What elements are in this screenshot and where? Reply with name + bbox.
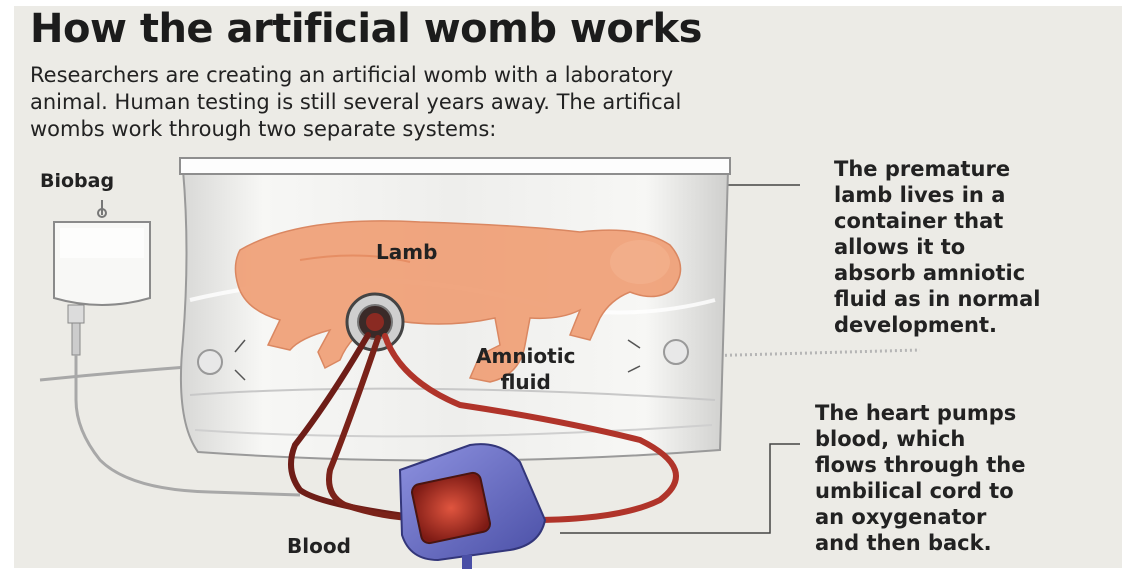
amniotic-label-line: Amniotic — [476, 343, 575, 369]
oxygenator-device — [400, 444, 545, 569]
container-text-line: allows it to — [834, 234, 1040, 260]
biobag-label: Biobag — [40, 170, 114, 192]
container-text-line: lamb lives in a — [834, 182, 1040, 208]
container-text-line: fluid as in normal — [834, 286, 1040, 312]
fluid-label-line: fluid — [476, 369, 575, 395]
container-text-line: container that — [834, 208, 1040, 234]
heart-text-line: an oxygenator — [815, 504, 1025, 530]
heart-text-line: umbilical cord to — [815, 478, 1025, 504]
container-text-line: development. — [834, 312, 1040, 338]
blood-label: Blood — [287, 534, 351, 558]
heart-description: The heart pumps blood, which flows throu… — [815, 400, 1025, 556]
lamb-label: Lamb — [376, 240, 437, 264]
container-text-line: absorb amniotic — [834, 260, 1040, 286]
heart-text-line: and then back. — [815, 530, 1025, 556]
container-description: The premature lamb lives in a container … — [834, 156, 1040, 338]
heart-text-line: blood, which — [815, 426, 1025, 452]
amniotic-fluid-label: Amniotic fluid — [476, 343, 575, 395]
heart-text-line: flows through the — [815, 452, 1025, 478]
heart-text-line: The heart pumps — [815, 400, 1025, 426]
container-text-line: The premature — [834, 156, 1040, 182]
side-tubes — [700, 350, 920, 356]
container-lid — [180, 158, 730, 174]
